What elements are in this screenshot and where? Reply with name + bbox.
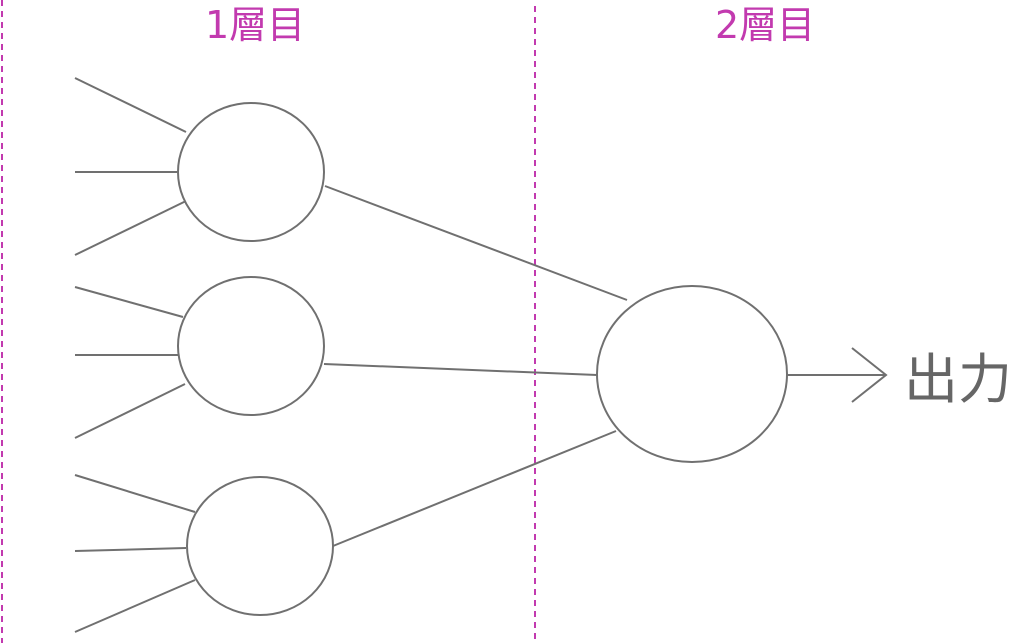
- input-edge-3: [74, 200, 187, 256]
- hidden-to-output-edge-1: [324, 185, 628, 301]
- input-edge-1: [74, 77, 187, 133]
- input-edge-7: [74, 474, 196, 513]
- layer-1-node-bottom: [186, 476, 334, 616]
- input-edge-9: [74, 579, 196, 633]
- layer-1-label: 1層目: [205, 3, 305, 47]
- layer-2-output-node: [596, 285, 788, 463]
- layer-1-node-middle: [177, 276, 325, 416]
- layer-2-label: 2層目: [715, 3, 815, 47]
- output-label: 出力: [904, 348, 1012, 411]
- hidden-to-output-edge-3: [332, 430, 617, 547]
- input-edge-6: [74, 383, 186, 439]
- input-edge-4: [74, 286, 184, 318]
- layer-1-node-top: [177, 102, 325, 242]
- arrow-right-icon: [851, 347, 888, 403]
- input-edge-8: [74, 547, 187, 552]
- hidden-to-output-edge-2: [323, 363, 598, 376]
